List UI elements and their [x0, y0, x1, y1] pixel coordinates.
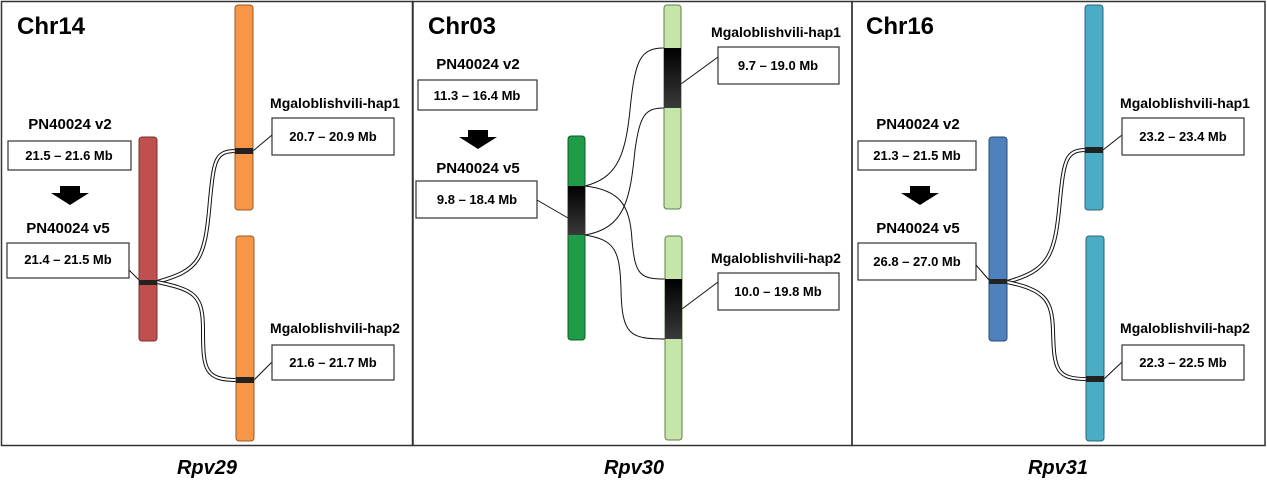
hap1-range-box: [717, 46, 840, 85]
ref-v2-label: PN40024 v2: [876, 116, 959, 133]
ref-v2-range: 21.5 – 21.6 Mb: [25, 148, 112, 163]
ref-v5-label: PN40024 v5: [876, 220, 959, 237]
hap2-label: Mgaloblishvili-hap2: [1120, 320, 1250, 336]
ref-v5-range: 21.4 – 21.5 Mb: [24, 252, 111, 267]
chromosome-title: Chr03: [428, 13, 496, 40]
hap1-range-box: [1121, 117, 1245, 156]
ref-v5-range: 9.8 – 18.4 Mb: [437, 192, 517, 207]
hap2-locus-band: [236, 377, 254, 383]
hap1-range-box: [271, 117, 395, 156]
hap2-range-box: [717, 272, 840, 311]
ref-v5-label: PN40024 v5: [436, 160, 519, 177]
hap1-range: 23.2 – 23.4 Mb: [1139, 129, 1226, 144]
hap2-chromosome: [235, 235, 255, 442]
chromosome-title: Chr16: [866, 13, 934, 40]
hap1-locus-band: [1085, 147, 1103, 153]
down-arrow-icon: [51, 186, 89, 205]
gene-name: Rpv30: [604, 457, 664, 479]
hap1-label: Mgaloblishvili-hap1: [711, 24, 841, 40]
ref-v2-label: PN40024 v2: [28, 116, 111, 133]
down-arrow-icon: [901, 186, 939, 205]
ref-locus-band: [139, 280, 157, 285]
hap2-locus-band: [1086, 376, 1104, 382]
ref-chromosome: [988, 136, 1008, 342]
hap2-range: 21.6 – 21.7 Mb: [289, 355, 376, 370]
hap1-range: 20.7 – 20.9 Mb: [289, 129, 376, 144]
hap1-chromosome: [234, 4, 254, 211]
ref-v2-range-box: [7, 140, 132, 171]
ref-v2-range-box: [417, 79, 538, 111]
down-arrow-icon: [459, 130, 497, 149]
hap1-locus-band: [235, 148, 253, 154]
ref-v2-label: PN40024 v2: [436, 56, 519, 73]
gene-name: Rpv31: [1028, 457, 1088, 479]
ref-v5-range: 26.8 – 27.0 Mb: [873, 254, 960, 269]
ref-v2-range: 21.3 – 21.5 Mb: [873, 148, 960, 163]
panel-frame-chr16: [851, 0, 1266, 447]
panel-chr14: Chr14 PN40024 v2 21.5 – 21.6 Mb PN40024 …: [6, 4, 400, 479]
ref-chromosome: [138, 136, 158, 342]
ref-v5-range-box: [415, 180, 538, 219]
ref-locus-band: [568, 186, 585, 235]
ref-v2-range-box: [857, 140, 977, 171]
panel-chr03: Chr03 PN40024 v2 11.3 – 16.4 Mb PN40024 …: [415, 4, 841, 479]
hap1-range: 9.7 – 19.0 Mb: [738, 58, 818, 73]
hap1-chromosome: [1084, 4, 1104, 211]
ref-v5-range-box: [6, 242, 130, 279]
ref-chromosome: [567, 135, 586, 341]
hap2-range: 10.0 – 19.8 Mb: [734, 284, 821, 299]
hap1-locus-band: [664, 48, 681, 108]
hap1-label: Mgaloblishvili-hap1: [1120, 95, 1250, 111]
chromosome-title: Chr14: [17, 13, 86, 40]
ref-locus-band: [989, 279, 1007, 284]
hap2-label: Mgaloblishvili-hap2: [711, 250, 841, 266]
ref-v2-range: 11.3 – 16.4 Mb: [434, 88, 521, 103]
hap2-chromosome: [1085, 235, 1105, 442]
panel-chr16: Chr16 PN40024 v2 21.3 – 21.5 Mb PN40024 …: [857, 4, 1250, 479]
hap2-locus-band: [665, 279, 682, 339]
hap2-range-box: [271, 344, 395, 381]
hap1-label: Mgaloblishvili-hap1: [270, 95, 400, 111]
hap2-range-box: [1121, 344, 1245, 381]
ref-v5-label: PN40024 v5: [26, 220, 109, 237]
hap2-label: Mgaloblishvili-hap2: [270, 320, 400, 336]
gene-name: Rpv29: [177, 457, 238, 479]
hap2-range: 22.3 – 22.5 Mb: [1139, 355, 1226, 370]
ref-v5-range-box: [857, 242, 977, 281]
